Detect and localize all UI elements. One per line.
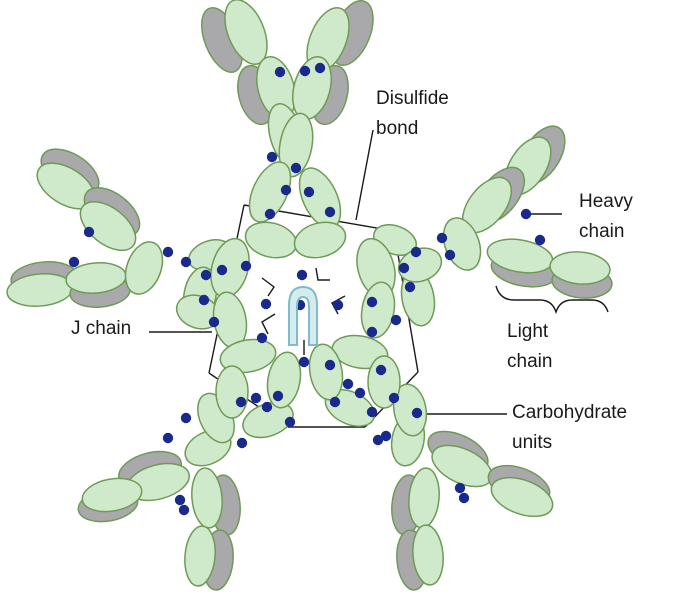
carbohydrate-unit-icon: [436, 232, 448, 244]
disulfide-bond-label-line-2: bond: [376, 118, 418, 139]
carbohydrate-unit-icon: [324, 359, 336, 371]
inner-disulfide-link: [261, 277, 275, 297]
carbohydrate-unit-icon: [240, 260, 252, 272]
j-chain-label-line-1: J chain: [71, 318, 131, 339]
heavy-chain-domain: [81, 477, 143, 513]
heavy-chain-domain: [549, 251, 611, 285]
carbohydrate-unit-icon: [235, 396, 247, 408]
carbohydrate-unit-icon: [454, 482, 466, 494]
carbohydrate-unit-icon: [324, 206, 336, 218]
disulfide-bond-label: Disulfide bond: [376, 88, 454, 139]
carbohydrate-unit-icon: [342, 378, 354, 390]
carbohydrate-unit-icon: [299, 65, 311, 77]
carbohydrate-unit-icon: [388, 392, 400, 404]
light-chain-label: Light chain: [507, 321, 553, 372]
carbohydrate-unit-icon: [380, 430, 392, 442]
carbohydrate-unit-icon: [354, 387, 366, 399]
carbohydrate-unit-icon: [372, 434, 384, 446]
carbohydrate-unit-icon: [261, 401, 273, 413]
carbohydrate-unit-icon: [180, 412, 192, 424]
carbohydrate-unit-icon: [390, 314, 402, 326]
carbohydrate-units-label-line-1: Carbohydrate: [512, 402, 627, 423]
light-chain-label-line-2: chain: [507, 351, 552, 372]
heavy-chain-domain: [184, 525, 216, 587]
heavy-chain-domain: [191, 467, 223, 529]
inner-disulfide-link: [315, 267, 330, 281]
carbohydrate-unit-icon: [284, 416, 296, 428]
carbohydrate-units-label-line-2: units: [512, 432, 552, 453]
carbohydrate-unit-icon: [83, 226, 95, 238]
heavy-chain-label: Heavy chain: [579, 191, 638, 242]
heavy-chain-domain: [224, 0, 268, 65]
j-chain-icon: [288, 285, 318, 346]
carbohydrate-unit-icon: [404, 281, 416, 293]
heavy-chain-domain: [244, 221, 298, 259]
carbohydrate-units-label: Carbohydrate units: [512, 402, 632, 453]
carbohydrate-unit-icon: [280, 184, 292, 196]
carbohydrate-unit-icon: [174, 494, 186, 506]
carbohydrate-unit-icon: [366, 406, 378, 418]
heavy-chain-domain: [360, 281, 396, 339]
carbohydrate-unit-icon: [458, 492, 470, 504]
heavy-chain-label-line-1: Heavy: [579, 191, 633, 212]
carbohydrate-unit-icon: [200, 269, 212, 281]
carbohydrate-unit-icon: [162, 246, 174, 258]
inner-disulfide-link: [261, 313, 276, 335]
carbohydrate-unit-icon: [290, 162, 302, 174]
carbohydrate-unit-icon: [216, 264, 228, 276]
light-chain-label-line-1: Light: [507, 321, 549, 342]
carbohydrate-unit-icon: [329, 396, 341, 408]
heavy-chain-domain: [293, 221, 347, 259]
carbohydrate-unit-icon: [236, 437, 248, 449]
heavy-chain-domain: [79, 200, 137, 252]
carbohydrate-unit-icon: [260, 298, 272, 310]
carbohydrate-unit-icon: [520, 208, 532, 220]
heavy-chain-domain: [490, 476, 554, 518]
carbohydrate-unit-icon: [272, 390, 284, 402]
carbohydrate-unit-icon: [180, 256, 192, 268]
heavy-chain-domain: [215, 365, 249, 419]
carbohydrate-unit-icon: [266, 151, 278, 163]
carbohydrate-units: [68, 62, 546, 516]
carbohydrate-unit-icon: [68, 256, 80, 268]
j-chain-label: J chain: [71, 318, 131, 339]
carbohydrate-unit-icon: [208, 316, 220, 328]
heavy-chain-domain: [392, 383, 428, 437]
heavy-chain-domain: [412, 524, 444, 586]
carbohydrate-unit-icon: [303, 186, 315, 198]
carbohydrate-unit-icon: [534, 234, 546, 246]
carbohydrate-unit-icon: [296, 269, 308, 281]
heavy-chain-domain: [248, 161, 292, 223]
carbohydrate-unit-icon: [162, 432, 174, 444]
disulfide-bond-leader-line: [355, 129, 374, 221]
carbohydrate-unit-icon: [198, 294, 210, 306]
inner-disulfide-link: [331, 295, 346, 315]
carbohydrate-unit-icon: [411, 407, 423, 419]
carbohydrate-unit-icon: [332, 299, 344, 311]
carbohydrate-unit-icon: [250, 392, 262, 404]
heavy-chain-domain: [219, 338, 277, 374]
carbohydrate-unit-icon: [398, 262, 410, 274]
carbohydrate-unit-icon: [366, 296, 378, 308]
carbohydrate-unit-icon: [314, 62, 326, 74]
carbohydrate-unit-icon: [410, 246, 422, 258]
heavy-chain-label-line-2: chain: [579, 221, 624, 242]
carbohydrate-unit-icon: [298, 356, 310, 368]
carbohydrate-unit-icon: [264, 208, 276, 220]
disulfide-bond-label-line-1: Disulfide: [376, 88, 449, 109]
carbohydrate-unit-icon: [375, 364, 387, 376]
carbohydrate-unit-icon: [444, 249, 456, 261]
carbohydrate-unit-icon: [178, 504, 190, 516]
heavy-chain-domain: [124, 241, 164, 295]
carbohydrate-unit-icon: [256, 332, 268, 344]
light-chain-bracket: [495, 285, 609, 315]
carbohydrate-unit-icon: [366, 326, 378, 338]
carbohydrate-unit-icon: [274, 66, 286, 78]
